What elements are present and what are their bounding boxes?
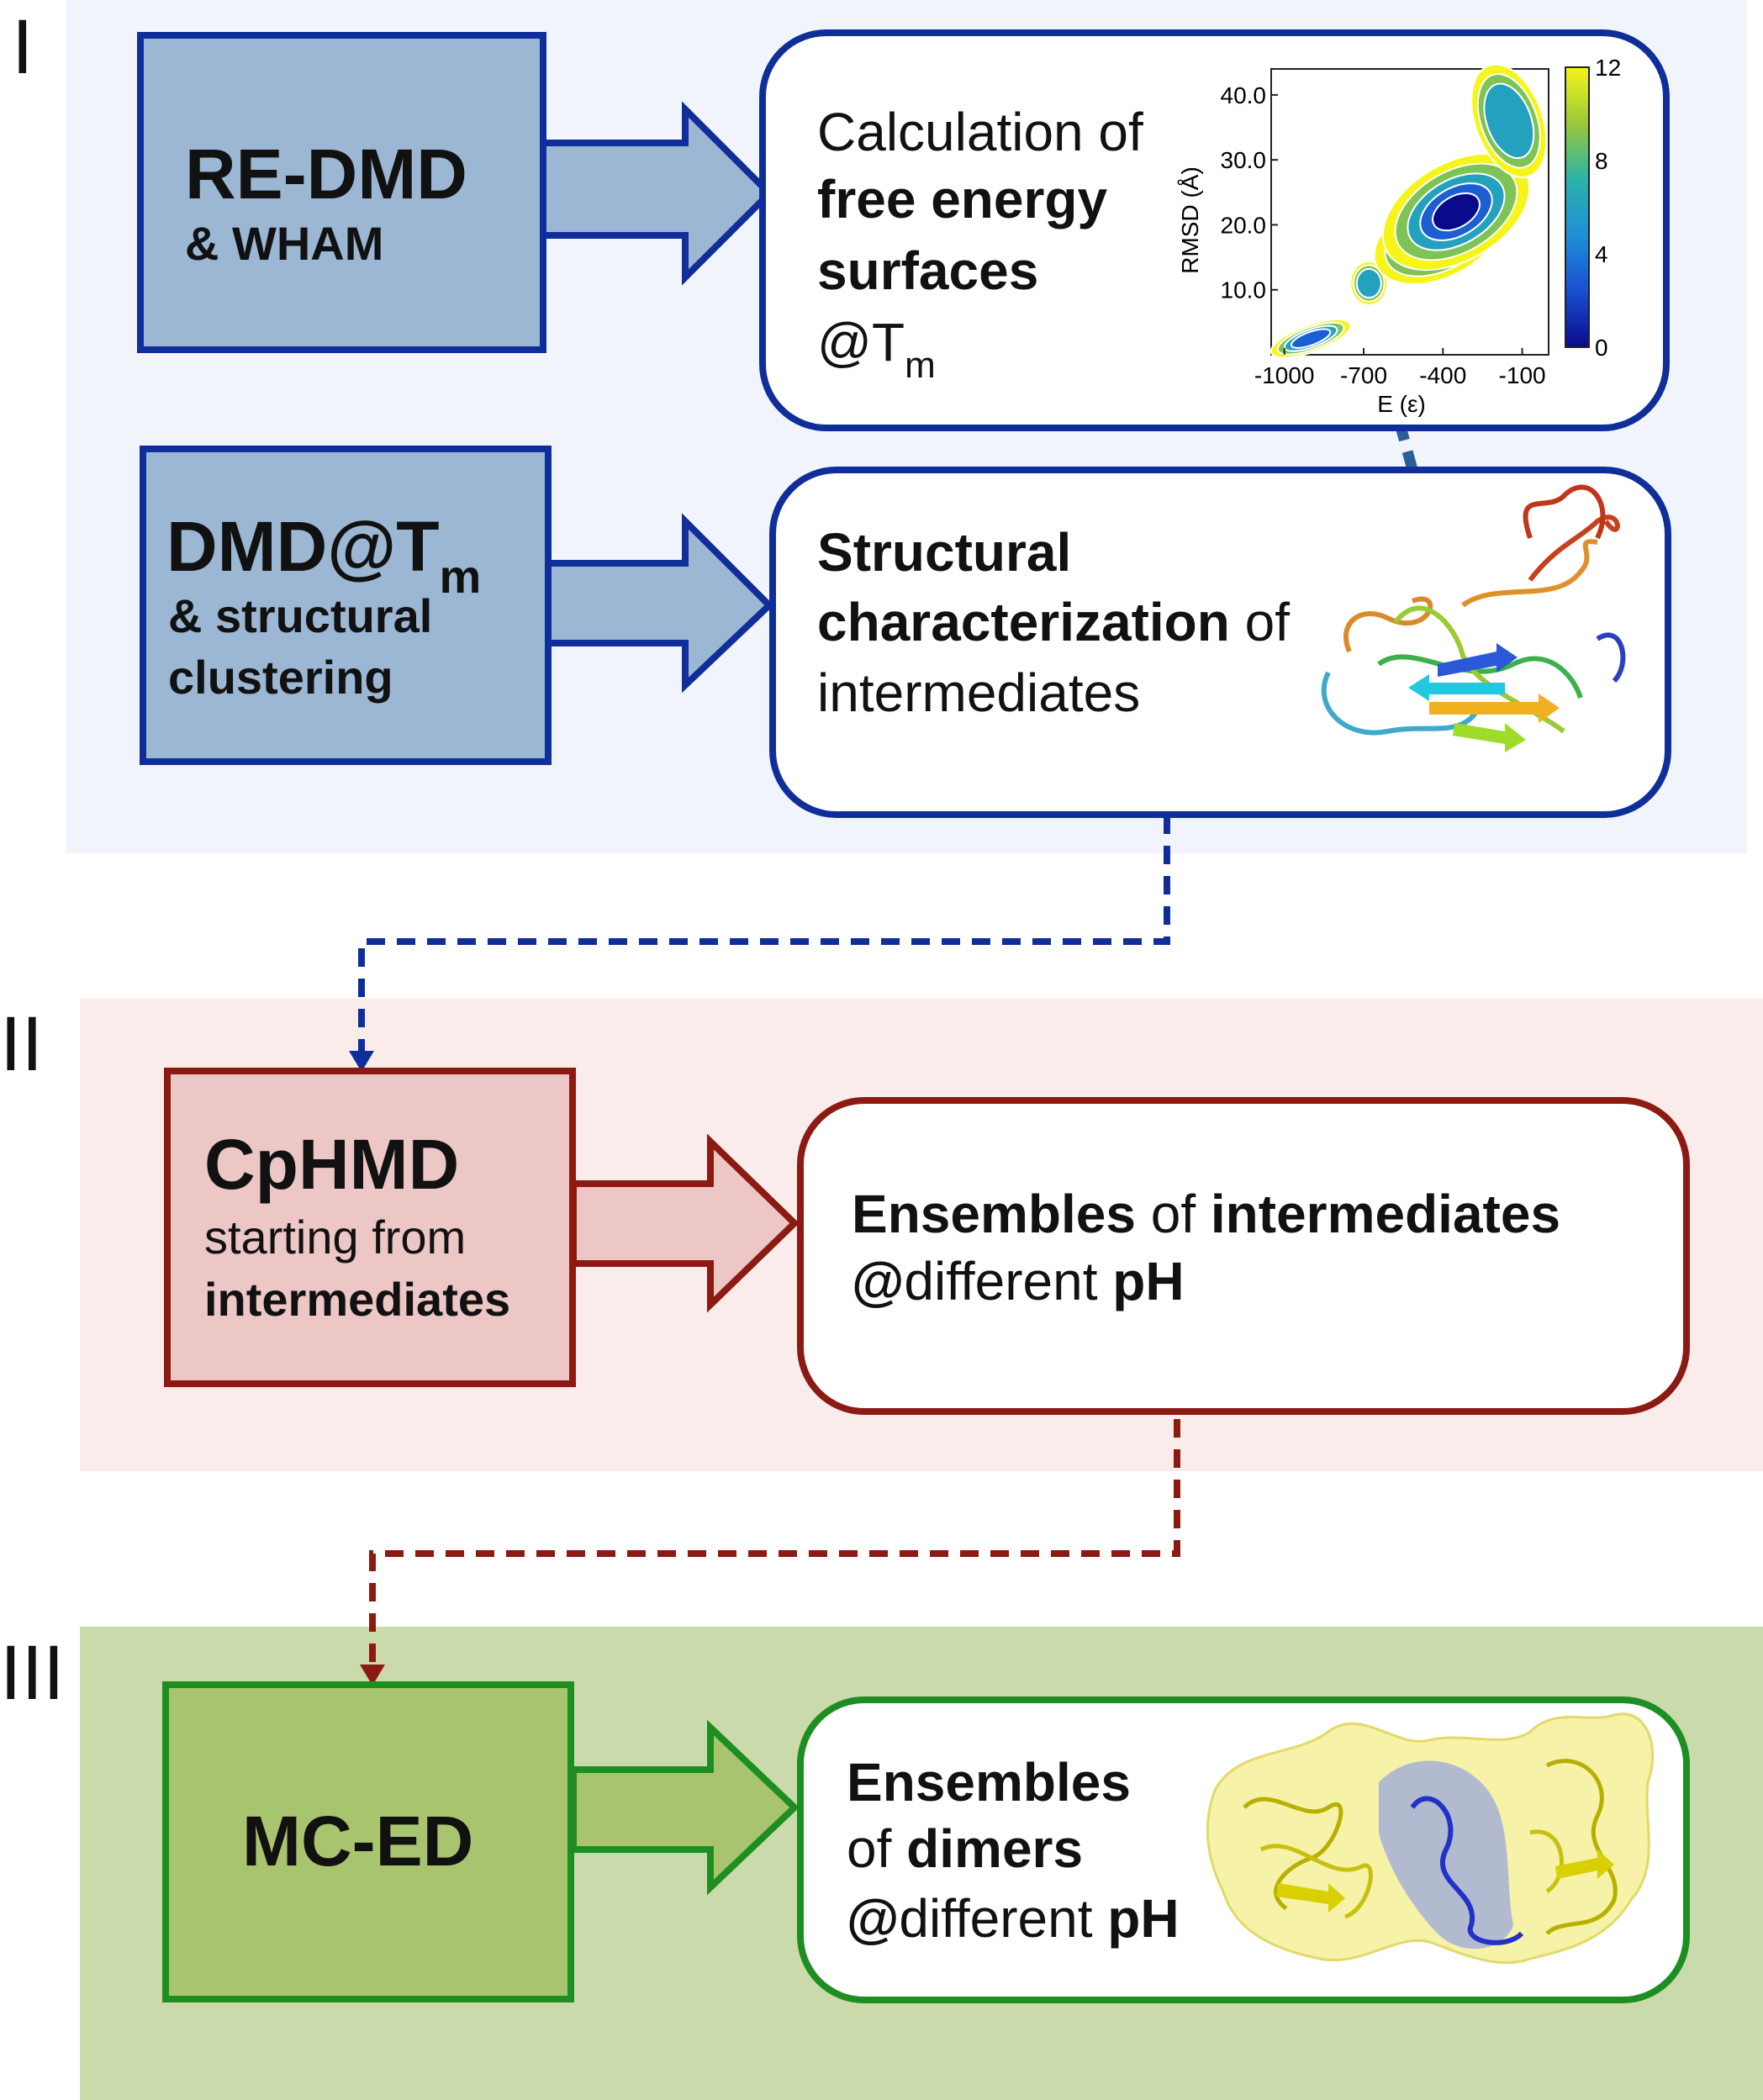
x-axis-label: E (ε): [1377, 391, 1426, 417]
y-tick-label: 20.0: [1221, 212, 1267, 238]
method-box-dmd-tm: [140, 446, 552, 765]
section-label-3: III: [0, 1630, 65, 1716]
cphmd-title: CpHMD: [204, 1125, 460, 1204]
x-tick-label: -400: [1419, 362, 1466, 388]
y-tick-label: 10.0: [1221, 277, 1267, 303]
method-box-mc-ed: [162, 1681, 574, 2002]
y-axis-label: RMSD (Å): [1177, 166, 1203, 274]
colorbar-tick-label: 8: [1595, 148, 1608, 174]
dmd-tm-line2: & structural: [168, 589, 433, 642]
arrow-3: [570, 1133, 800, 1313]
ensembles-intermediates-line2: @different pH: [852, 1251, 1185, 1311]
connector-1-to-2: [358, 815, 1170, 1055]
colorbar-tick-label: 12: [1595, 55, 1621, 81]
dmd-tm-line3: clustering: [168, 651, 393, 704]
ensembles-dimers-line3: @different pH: [847, 1888, 1180, 1949]
result-box-ensembles-intermediates: [797, 1097, 1690, 1415]
x-tick-label: -700: [1340, 362, 1387, 388]
mc-ed-title: MC-ED: [242, 1802, 474, 1881]
re-dmd-title: RE-DMD: [185, 135, 467, 214]
dmd-tm-title: DMD@Tm: [166, 507, 482, 603]
heatmap-region-native: [1290, 328, 1332, 349]
method-box-re-dmd: [137, 32, 546, 353]
arrow-1: [539, 101, 774, 286]
structural-line3: intermediates: [817, 662, 1141, 723]
x-tick-label: -100: [1499, 362, 1546, 388]
heatmap-region-unfolded-main: [1432, 192, 1481, 232]
cphmd-line3: intermediates: [204, 1273, 511, 1326]
ensembles-intermediates-line1: Ensembles of intermediates: [852, 1184, 1561, 1244]
method-box-cphmd: [164, 1068, 576, 1387]
structural-line2: characterization of: [817, 592, 1290, 652]
ensembles-dimers-line2: of dimers: [847, 1818, 1084, 1879]
heatmap-region-unfolded-upper: [1483, 82, 1535, 160]
connector-2-to-3: [369, 1419, 1180, 1669]
free-energy-line3: surfaces: [817, 240, 1039, 301]
result-box-structural: [769, 467, 1671, 818]
y-tick-label: 30.0: [1221, 147, 1267, 173]
x-tick-label: -1000: [1254, 362, 1315, 388]
colorbar-tick-label: 4: [1595, 241, 1608, 267]
ensembles-dimers-line1: Ensembles: [847, 1752, 1131, 1812]
section-label-2: II: [0, 1001, 44, 1087]
y-tick-label: 40.0: [1221, 82, 1267, 108]
free-energy-line4: @Tm: [817, 312, 936, 386]
colorbar-tick-label: 0: [1595, 335, 1608, 361]
colorbar: [1565, 66, 1590, 348]
free-energy-line2: free energy: [817, 169, 1108, 230]
free-energy-line1: Calculation of: [817, 102, 1143, 162]
arrow-4: [570, 1719, 800, 1896]
arrow-2: [539, 513, 774, 694]
cphmd-line2: starting from: [204, 1211, 467, 1264]
re-dmd-subtitle: & WHAM: [185, 217, 384, 270]
heatmap-region-intermediate: [1355, 267, 1382, 299]
structural-line1: Structural: [817, 522, 1072, 583]
section-label-1: I: [12, 4, 34, 90]
